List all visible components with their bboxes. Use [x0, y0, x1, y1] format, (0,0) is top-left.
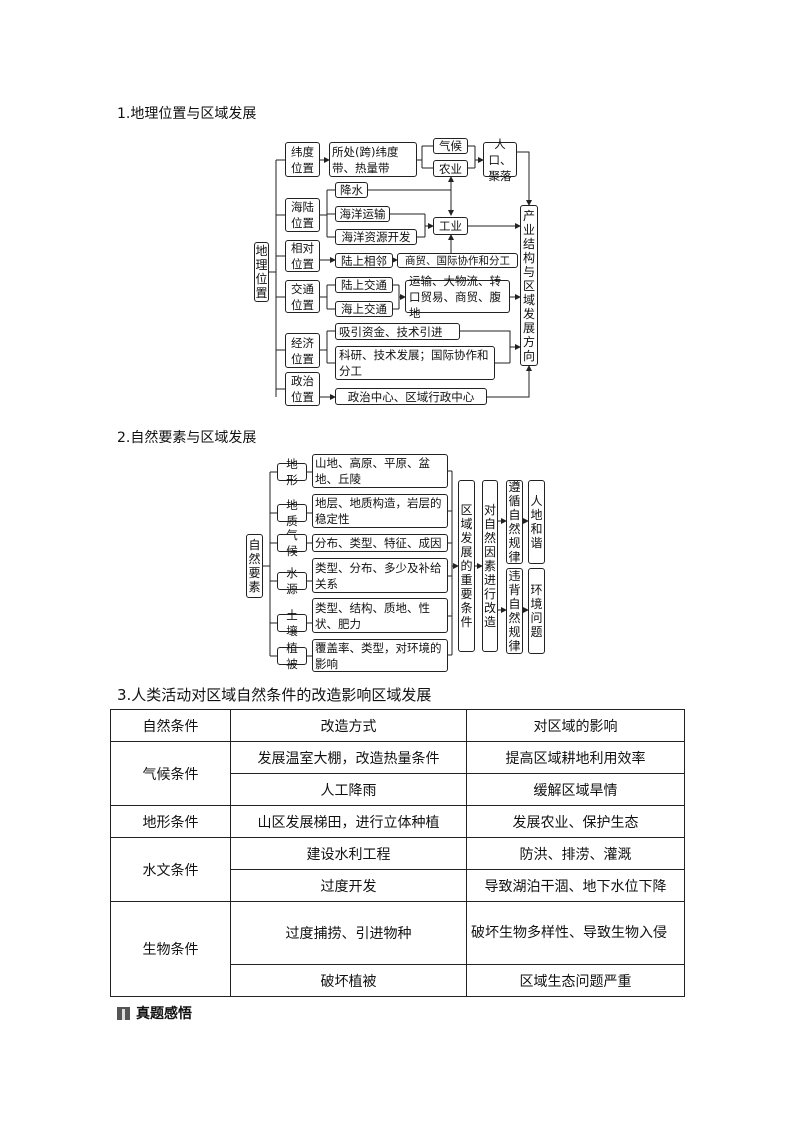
condition-cell: 气候条件	[110, 741, 231, 806]
node-vegetation-desc: 覆盖率、类型，对环境的影响	[312, 639, 448, 672]
node-vegetation: 植被	[277, 641, 307, 671]
section1-title: 1.地理位置与区域发展	[117, 106, 257, 122]
header-cell: 自然条件	[110, 709, 231, 742]
effect-cell: 区域生态问题严重	[466, 964, 685, 997]
node-sea-transport: 海上交通	[335, 301, 393, 317]
node-land-transport: 陆上交通	[335, 277, 393, 293]
method-cell: 过度捕捞、引进物种	[230, 901, 467, 965]
section3-title: 3.人类活动对区域自然条件的改造影响区域发展	[117, 686, 432, 704]
node-logistics: 运输、大物流、转口贸易、商贸、腹地	[405, 274, 510, 320]
node-relative: 相对位置	[285, 240, 320, 272]
node-agriculture: 农业	[433, 160, 468, 177]
node-development-condition: 区域发展的重要条件	[458, 480, 475, 652]
effect-cell: 发展农业、保护生态	[466, 805, 685, 838]
section-marker-icon	[117, 1006, 130, 1020]
node-climate2-desc: 分布、类型、特征、成因	[312, 534, 448, 552]
node-marine-resources: 海洋资源开发	[335, 229, 417, 245]
condition-cell: 水文条件	[110, 837, 231, 902]
node-natural-elements: 自然要素	[246, 534, 263, 598]
node-landform: 地形	[277, 457, 307, 487]
method-cell: 人工降雨	[230, 773, 467, 806]
node-follow-laws: 遵循自然规律	[506, 480, 523, 564]
section2-title: 2.自然要素与区域发展	[117, 430, 257, 446]
table-row: 人工降雨 缓解区域旱情	[111, 773, 685, 806]
node-violate-laws: 违背自然规律	[506, 568, 523, 654]
node-lat-zone: 所处(跨)纬度带、热量带	[329, 142, 417, 177]
node-sea-land: 海陆位置	[285, 198, 320, 232]
method-cell: 破坏植被	[230, 964, 467, 997]
condition-cell: 生物条件	[110, 901, 231, 997]
node-soil: 土壤	[277, 608, 307, 638]
node-water-desc: 类型、分布、多少及补给关系	[312, 558, 448, 593]
node-investment: 吸引资金、技术引进	[335, 323, 460, 340]
section4-heading: 真题感悟	[117, 1003, 192, 1023]
node-industry: 工业	[433, 217, 468, 235]
effect-cell: 缓解区域旱情	[466, 773, 685, 806]
node-geo-location: 地理位置	[254, 242, 269, 302]
section4-title: 真题感悟	[136, 1006, 192, 1022]
table-row: 地形条件 山区发展梯田，进行立体种植 发展农业、保护生态	[110, 805, 685, 838]
node-harmony: 人地和谐	[528, 480, 545, 564]
node-land-adjacent: 陆上相邻	[335, 253, 393, 268]
method-cell: 山区发展梯田，进行立体种植	[230, 805, 467, 838]
node-industry-structure: 产业结构与区域发展方向	[520, 205, 538, 366]
node-water: 水源	[277, 566, 307, 596]
node-climate: 气候	[433, 138, 468, 154]
table-row: 生物条件 过度捕捞、引进物种 破坏生物多样性、导致生物入侵	[110, 901, 685, 997]
node-geology-desc: 地层、地质构造，岩层的稳定性	[312, 494, 448, 528]
node-research: 科研、技术发展；国际协作和分工	[335, 346, 495, 380]
node-env-problem: 环境问题	[528, 568, 545, 654]
condition-cell: 地形条件	[110, 805, 231, 838]
header-cell: 改造方式	[230, 709, 467, 742]
table-row: 水文条件 建设水利工程 防洪、排涝、灌溉	[110, 837, 685, 902]
node-rainfall: 降水	[335, 182, 368, 198]
method-cell: 发展温室大棚，改造热量条件	[230, 741, 467, 774]
node-economic: 经济位置	[285, 333, 320, 368]
effect-cell: 提高区域耕地利用效率	[466, 741, 685, 774]
node-political-center: 政治中心、区域行政中心	[335, 388, 487, 405]
method-cell: 建设水利工程	[230, 837, 467, 870]
table-row: 破坏植被 区域生态问题严重	[111, 964, 685, 997]
node-landform-desc: 山地、高原、平原、盆地、丘陵	[312, 454, 448, 488]
node-shipping: 海洋运输	[335, 206, 390, 222]
effect-cell: 破坏生物多样性、导致生物入侵	[466, 901, 685, 965]
node-transform: 对自然因素进行改造	[482, 480, 498, 652]
node-latitude: 纬度位置	[285, 142, 320, 177]
method-cell: 过度开发	[230, 869, 467, 902]
node-transport: 交通位置	[285, 280, 320, 313]
node-geology: 地质	[277, 498, 307, 528]
node-soil-desc: 类型、结构、质地、性状、肥力	[312, 598, 448, 633]
node-climate2: 气候	[277, 528, 307, 558]
effect-cell: 导致湖泊干涸、地下水位下降	[466, 869, 685, 902]
table-row: 过度开发 导致湖泊干涸、地下水位下降	[111, 869, 685, 902]
node-political: 政治位置	[285, 372, 320, 406]
effect-cell: 防洪、排涝、灌溉	[466, 837, 685, 870]
header-cell: 对区域的影响	[466, 709, 685, 742]
table-header-row: 自然条件 改造方式 对区域的影响	[110, 709, 685, 742]
node-population: 人口、聚落	[483, 137, 517, 183]
table-row: 气候条件 发展温室大棚，改造热量条件 提高区域耕地利用效率	[110, 741, 685, 806]
modification-table: 自然条件 改造方式 对区域的影响 气候条件 发展温室大棚，改造热量条件 提高区域…	[110, 709, 685, 997]
node-trade: 商贸、国际协作和分工	[397, 253, 518, 268]
